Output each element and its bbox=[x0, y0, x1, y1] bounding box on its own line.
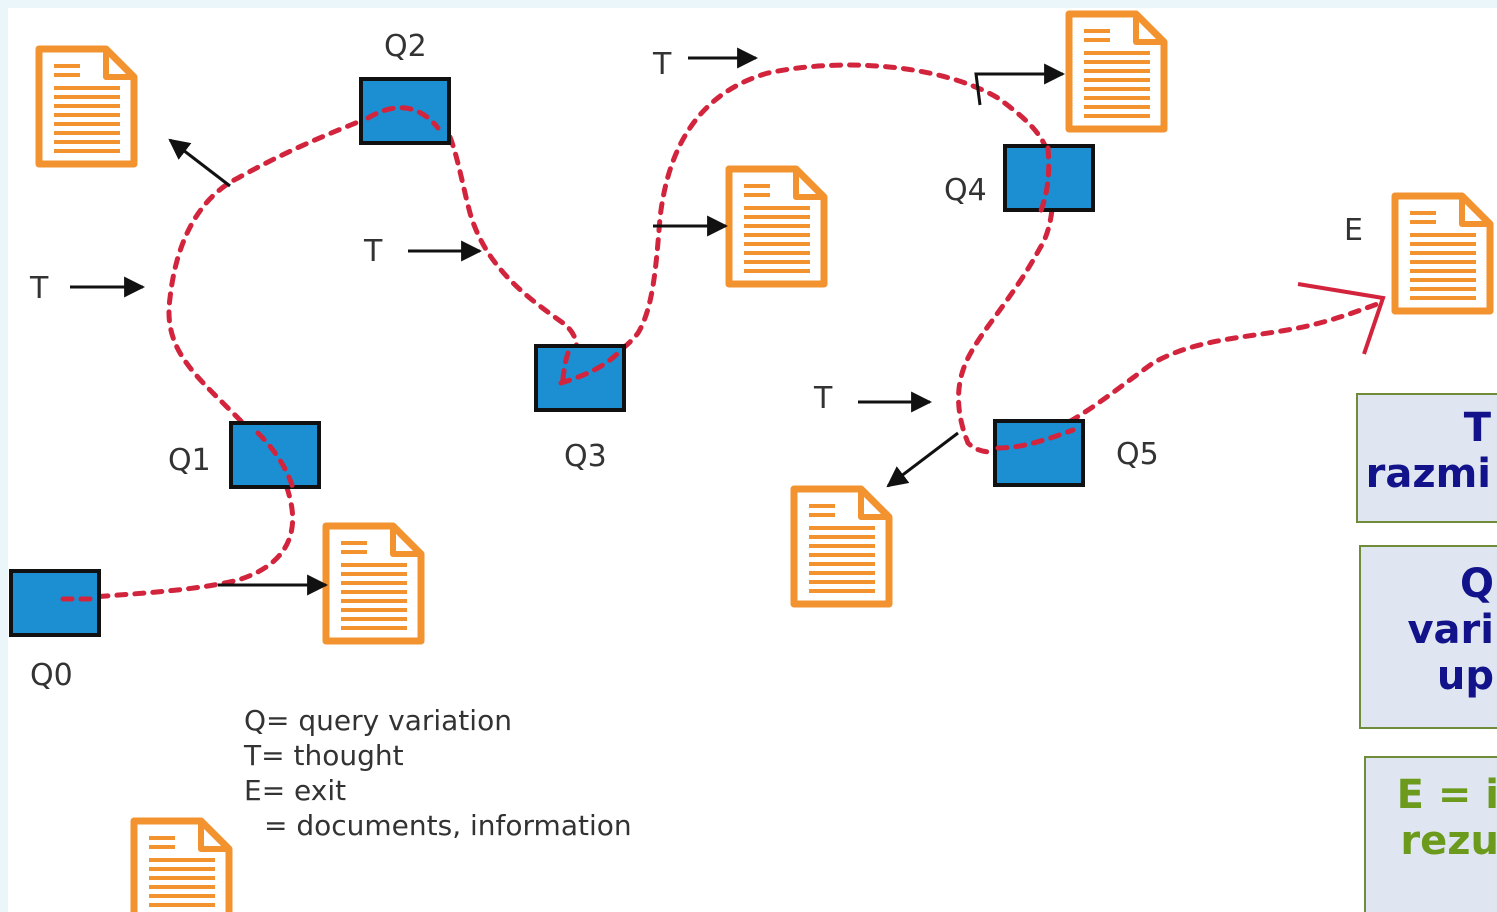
label-thought: T bbox=[363, 234, 383, 269]
document-icon bbox=[326, 526, 421, 641]
callout-query: Q vari up bbox=[1359, 545, 1497, 729]
label-q0: Q0 bbox=[30, 658, 73, 693]
legend-thought: T= thought bbox=[243, 739, 404, 772]
query-box-q3: Q3 bbox=[534, 344, 626, 474]
legend: Q= query variation T= thought E= exit = … bbox=[243, 704, 632, 842]
search-path-overlay bbox=[60, 105, 1076, 602]
document-icon bbox=[39, 49, 134, 164]
exit-node: E bbox=[1297, 213, 1386, 355]
callout-thought-line2: razmi bbox=[1365, 451, 1491, 497]
document-arrows bbox=[168, 63, 1066, 596]
exit-arrow-icon bbox=[1297, 282, 1386, 355]
label-thought: T bbox=[29, 271, 49, 306]
legend-query: Q= query variation bbox=[244, 704, 512, 737]
callout-thought-line1: T bbox=[1463, 405, 1491, 451]
legend-documents: = documents, information bbox=[264, 809, 632, 842]
document-icon bbox=[1069, 14, 1164, 129]
document-icon bbox=[1395, 196, 1490, 311]
callout-thought: T razmi bbox=[1356, 393, 1497, 523]
label-thought: T bbox=[813, 381, 833, 416]
label-q4: Q4 bbox=[944, 173, 987, 208]
label-q2: Q2 bbox=[384, 29, 427, 64]
label-exit: E bbox=[1344, 213, 1363, 248]
callout-query-line3: up bbox=[1436, 653, 1494, 699]
query-box-q2: Q2 bbox=[359, 29, 451, 145]
callout-exit: E = i rezu bbox=[1364, 756, 1497, 912]
document-icon bbox=[134, 821, 229, 912]
callout-exit-line2: rezu bbox=[1400, 818, 1497, 864]
legend-exit: E= exit bbox=[244, 774, 346, 807]
search-path bbox=[60, 62, 1383, 602]
callout-exit-line1: E = i bbox=[1396, 772, 1497, 818]
thought-markers: T T T T bbox=[29, 47, 933, 416]
callout-query-line1: Q bbox=[1459, 561, 1494, 607]
query-box-q0: Q0 bbox=[9, 569, 101, 693]
diagram-canvas: Q0 Q1 Q2 Q3 Q4 Q5 bbox=[8, 8, 1497, 912]
query-box-q4: Q4 bbox=[944, 144, 1095, 212]
callout-query-line2: vari bbox=[1407, 607, 1494, 653]
document-icon bbox=[794, 489, 889, 604]
label-q1: Q1 bbox=[168, 443, 211, 478]
berrypicking-diagram: Q0 Q1 Q2 Q3 Q4 Q5 bbox=[9, 8, 1497, 912]
query-box-q5: Q5 bbox=[993, 419, 1159, 487]
label-q3: Q3 bbox=[564, 439, 607, 474]
label-q5: Q5 bbox=[1116, 437, 1159, 472]
label-thought: T bbox=[652, 47, 672, 82]
document-icon bbox=[729, 169, 824, 284]
query-box-q1: Q1 bbox=[168, 421, 321, 489]
